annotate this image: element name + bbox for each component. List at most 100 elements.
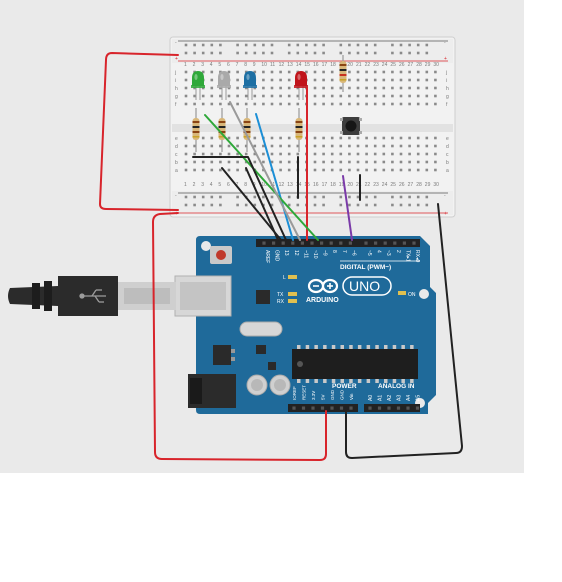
breadboard-hole: [253, 94, 257, 98]
breadboard-hole: [373, 136, 377, 140]
chip-pin: [331, 379, 336, 383]
power-pin-socket[interactable]: [349, 406, 353, 410]
digital-pin-socket[interactable]: [402, 241, 406, 245]
wire-black-gnd-1[interactable]: [192, 156, 287, 241]
power-pin-socket[interactable]: [320, 406, 325, 410]
digital-pin-label: 4: [376, 250, 382, 253]
digital-pin-socket[interactable]: [383, 241, 387, 245]
usb-chip: [256, 290, 270, 304]
breadboard-hole: [373, 102, 377, 106]
analog-pin-socket[interactable]: [377, 406, 382, 410]
breadboard-hole: [399, 168, 403, 172]
rail-hole: [236, 43, 239, 47]
digital-pin-socket[interactable]: [310, 241, 314, 245]
rail-hole: [313, 51, 317, 55]
wire-green-d9[interactable]: [204, 114, 319, 241]
breadboard-hole: [365, 168, 368, 172]
wire-grey-d10[interactable]: [229, 101, 301, 241]
digital-pin-socket[interactable]: [262, 241, 266, 245]
analog-pin-socket[interactable]: [396, 406, 401, 410]
resistor-1[interactable]: [192, 108, 200, 152]
analog-pin-label: A2: [387, 395, 393, 401]
column-number: 22: [365, 62, 371, 68]
breadboard-hole: [408, 94, 411, 98]
wire-black-gnd-3[interactable]: [245, 167, 279, 241]
bottom-power-rail: [172, 191, 453, 215]
digital-pin-socket[interactable]: [364, 241, 368, 245]
chip-pin: [349, 345, 353, 349]
uno-badge: [342, 276, 392, 296]
rail-hole: [399, 43, 403, 47]
reset-button[interactable]: [210, 246, 232, 264]
led-green[interactable]: [191, 71, 205, 100]
power-pin-socket[interactable]: [301, 406, 306, 410]
breadboard-hole: [210, 78, 214, 82]
digital-header[interactable]: [256, 239, 420, 247]
digital-pin-socket[interactable]: [329, 241, 333, 245]
wire-black-gnd-bottom[interactable]: [345, 203, 463, 459]
analog-pin-socket[interactable]: [406, 406, 410, 410]
rail-hole: [322, 203, 325, 207]
wire-purple-d7[interactable]: [342, 175, 353, 241]
breadboard-hole: [373, 152, 377, 156]
resistor-5[interactable]: [339, 55, 347, 92]
row-letter: d: [446, 144, 449, 150]
digital-pin-socket[interactable]: [300, 241, 304, 245]
rail-hole: [253, 51, 257, 55]
digital-pin-socket[interactable]: [281, 241, 285, 245]
analog-header[interactable]: [364, 404, 420, 412]
breadboard-hole: [416, 78, 420, 82]
analog-pin-socket[interactable]: [387, 406, 391, 410]
led-white[interactable]: [217, 71, 231, 100]
digital-pin-socket[interactable]: [320, 241, 324, 245]
breadboard-hole: [391, 152, 394, 156]
breadboard-hole: [382, 168, 386, 172]
breadboard-hole: [339, 136, 343, 140]
power-jack: [188, 374, 236, 408]
wire-black-gnd-2[interactable]: [221, 167, 282, 241]
breadboard-hole: [322, 70, 325, 74]
breadboard-hole: [425, 94, 429, 98]
breadboard-hole: [210, 144, 214, 148]
digital-pin-socket[interactable]: [339, 241, 343, 245]
pushbutton[interactable]: [340, 117, 362, 135]
breadboard-hole: [391, 70, 394, 74]
rail-hole: [365, 203, 368, 207]
led-red[interactable]: [294, 71, 308, 100]
led-blue[interactable]: [243, 71, 257, 100]
analog-pin-socket[interactable]: [415, 406, 420, 410]
digital-pin-socket[interactable]: [272, 241, 276, 245]
column-number: 9: [253, 62, 256, 68]
digital-pin-socket[interactable]: [348, 241, 352, 245]
breadboard-hole: [330, 78, 334, 82]
digital-pin-socket[interactable]: [393, 241, 397, 245]
wire-blue-d11[interactable]: [255, 113, 294, 241]
power-pin-socket[interactable]: [292, 406, 296, 410]
power-pin-socket[interactable]: [339, 406, 344, 410]
tx-led: [288, 292, 297, 296]
l-led: [288, 275, 297, 279]
breadboard-hole: [322, 102, 325, 106]
power-pin-socket[interactable]: [330, 406, 334, 410]
digital-pin-socket[interactable]: [374, 241, 378, 245]
power-pin-socket[interactable]: [311, 406, 315, 410]
breadboard-hole: [287, 78, 291, 82]
rail-minus-bottom-label: -: [175, 193, 177, 199]
digital-pin-socket[interactable]: [412, 241, 416, 245]
breadboard-hole: [270, 144, 274, 148]
breadboard-hole: [356, 136, 360, 140]
analog-pin-socket[interactable]: [368, 406, 372, 410]
column-number: 17: [322, 182, 328, 188]
resistor-4[interactable]: [295, 108, 303, 152]
digital-pin-label: TX▸1: [404, 250, 410, 262]
wire-red-5v[interactable]: [152, 212, 327, 461]
digital-pin-socket[interactable]: [291, 241, 295, 245]
rail-hole: [236, 203, 239, 207]
column-number: 8: [244, 62, 247, 68]
rx-led: [288, 299, 297, 303]
chip-pin: [349, 379, 353, 383]
wire-red-rail-loop[interactable]: [99, 52, 179, 211]
